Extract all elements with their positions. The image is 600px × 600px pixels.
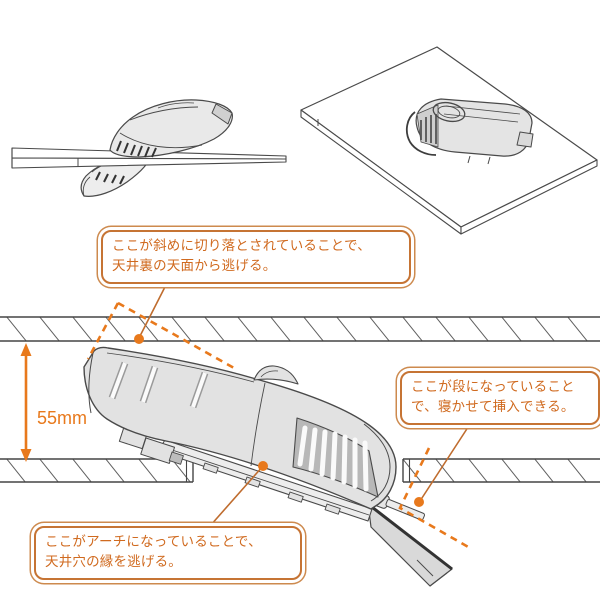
step-dashed-highlight xyxy=(398,447,471,550)
callout-chamfer-line1: ここが斜めに切り落とされていることで、 xyxy=(112,238,371,253)
device-vent-grille xyxy=(292,417,379,498)
dimension-55mm: 55mm xyxy=(20,343,87,462)
detector-cross-section xyxy=(83,346,453,587)
iso-view-through-hole xyxy=(11,99,287,197)
callout-step-line2: で、寝かせて挿入できる。 xyxy=(411,399,575,414)
leader-line-step xyxy=(419,417,475,502)
callout-arch: ここがアーチになっていることで、 天井穴の縁を逃げる。 xyxy=(34,526,302,580)
leader-dot-chamfer xyxy=(134,334,144,344)
callout-arch-line1: ここがアーチになっていることで、 xyxy=(45,534,262,549)
upper-ceiling-panel xyxy=(0,316,600,342)
iso-board xyxy=(11,147,287,169)
callout-step: ここが段になっていること で、寝かせて挿入できる。 xyxy=(400,371,600,425)
dimension-label: 55mm xyxy=(37,408,87,428)
device-body xyxy=(83,346,397,510)
chamfer-dashed-highlight xyxy=(86,301,235,370)
callout-arch-line2: 天井穴の縁を逃げる。 xyxy=(45,554,182,569)
iso-view-top xyxy=(300,46,598,235)
lower-ceiling-panel-right xyxy=(402,458,600,483)
device-base-rail xyxy=(118,426,373,522)
device-upper-half xyxy=(109,99,233,158)
callout-step-line1: ここが段になっていること xyxy=(411,379,575,394)
iso-hole-device xyxy=(405,98,534,165)
leader-line-chamfer xyxy=(138,280,169,339)
arrowhead-down-icon xyxy=(20,449,32,462)
device-tail xyxy=(367,502,453,587)
leader-dot-arch xyxy=(258,461,268,471)
leader-line-arch xyxy=(209,465,264,527)
leader-dots xyxy=(134,334,424,507)
lower-ceiling-panel-left xyxy=(0,458,194,483)
leader-lines xyxy=(138,280,475,527)
arrowhead-up-icon xyxy=(20,343,32,356)
leader-dot-step xyxy=(414,497,424,507)
callout-chamfer-line2: 天井裏の天面から逃げる。 xyxy=(112,258,277,273)
device-top-slits xyxy=(108,361,209,409)
callout-chamfer: ここが斜めに切り落とされていることで、 天井裏の天面から逃げる。 xyxy=(101,230,411,284)
